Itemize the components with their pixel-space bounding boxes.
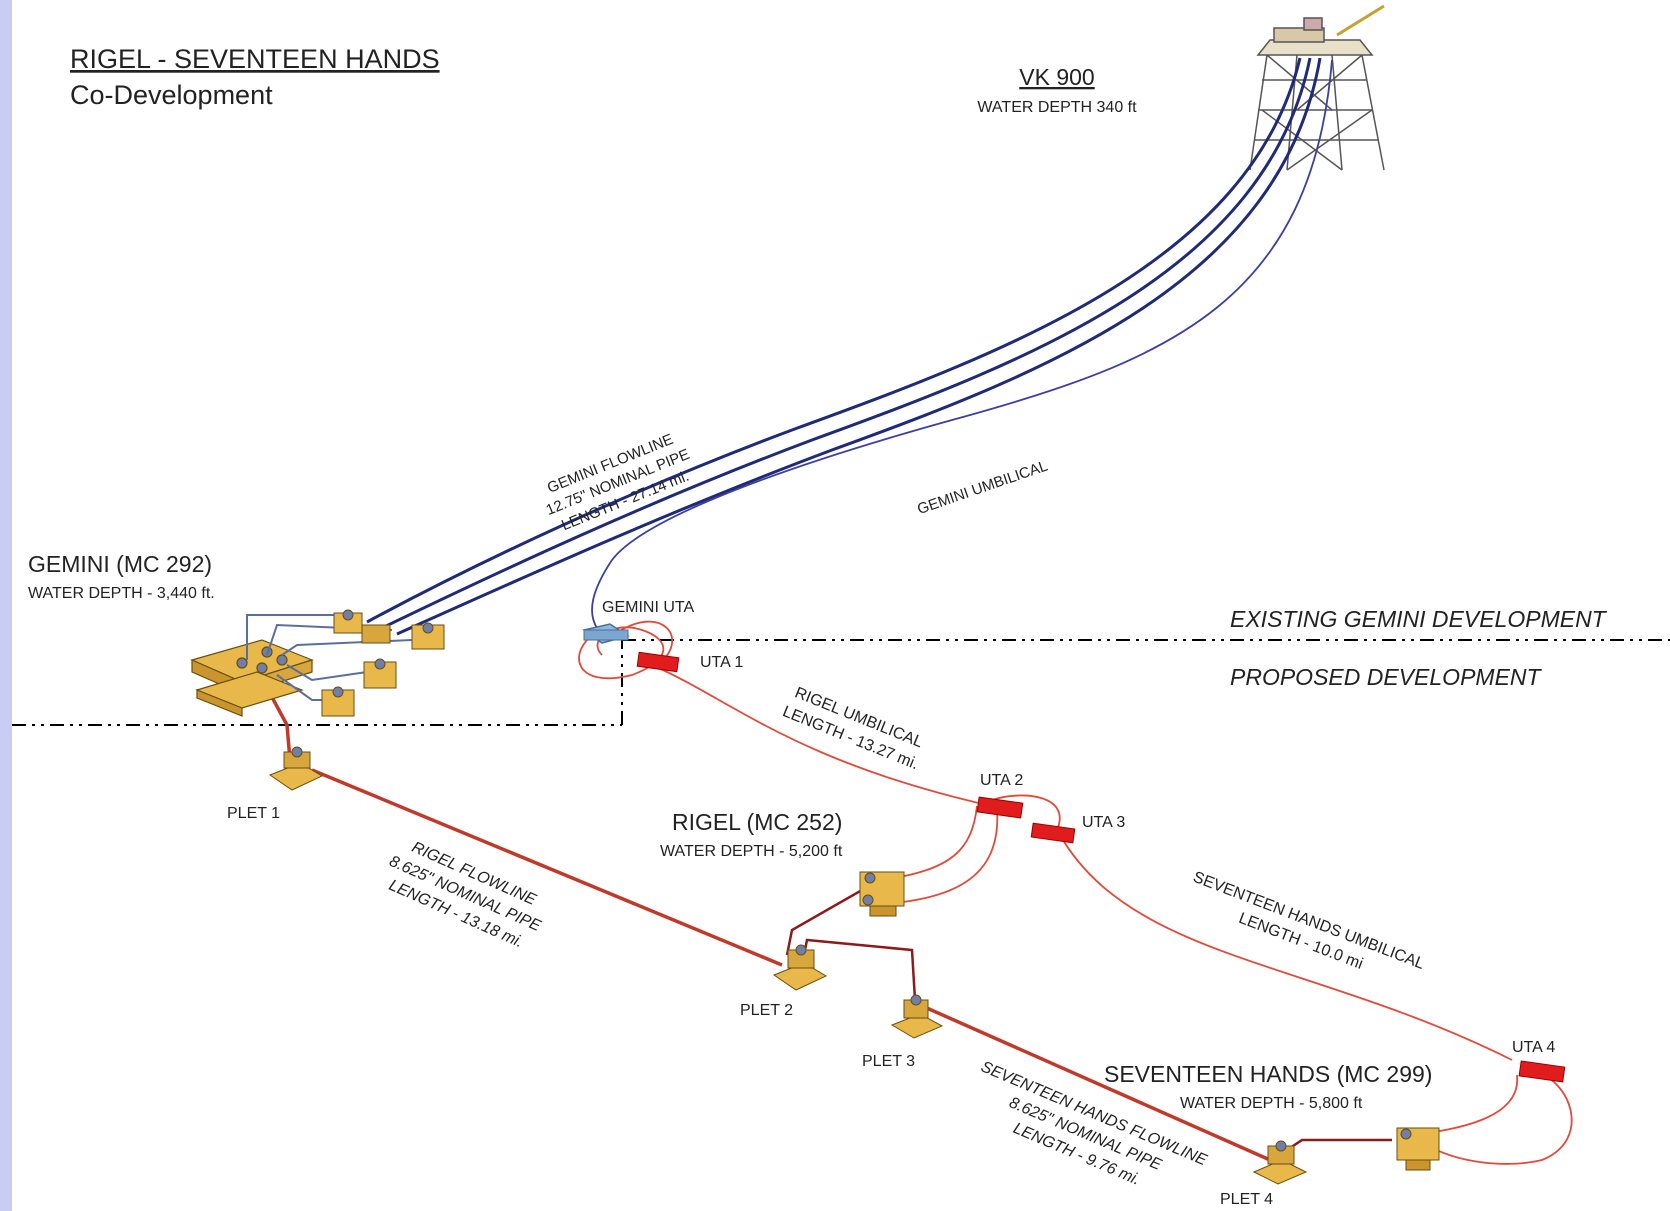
title-line2: Co-Development — [70, 80, 273, 110]
zone-boundary — [12, 639, 1670, 726]
uta2-label: UTA 2 — [980, 772, 1023, 789]
plet1-structure — [268, 746, 324, 791]
zone-existing-label: EXISTING GEMINI DEVELOPMENT — [1230, 606, 1608, 632]
rigel-name: RIGEL (MC 252) — [672, 809, 842, 835]
plet3-label: PLET 3 — [862, 1053, 915, 1070]
zone-proposed-label: PROPOSED DEVELOPMENT — [1230, 664, 1543, 690]
plet2-label: PLET 2 — [740, 1002, 793, 1019]
seventeen-hands-depth: WATER DEPTH - 5,800 ft — [1180, 1095, 1363, 1112]
gemini-depth: WATER DEPTH - 3,440 ft. — [28, 585, 215, 602]
gemini-manifold — [190, 639, 314, 717]
gemini-flowline-pipes — [366, 57, 1322, 636]
uta3-label: UTA 3 — [1082, 814, 1125, 831]
gemini-uta-box — [582, 623, 630, 644]
gemini-umbilical-line — [591, 59, 1333, 629]
gemini-wellhead-tree — [321, 609, 445, 717]
plet4-structure — [1252, 1140, 1308, 1185]
uta1-label: UTA 1 — [700, 654, 743, 671]
rigel-flowline-label: RIGEL FLOWLINE 8.625" NOMINAL PIPE LENGT… — [386, 839, 543, 951]
vk900-depth: WATER DEPTH 340 ft — [977, 99, 1137, 116]
rigel-depth: WATER DEPTH - 5,200 ft — [660, 843, 843, 860]
plet3-structure — [890, 994, 944, 1039]
uta2-box — [976, 796, 1024, 819]
title-line1: RIGEL - SEVENTEEN HANDS — [70, 44, 440, 74]
uta1-box — [636, 651, 680, 673]
gemini-uta-label: GEMINI UTA — [602, 599, 694, 616]
rigel-umbilical-label: RIGEL UMBILICAL LENGTH - 13.27 mi. — [780, 684, 925, 773]
rigel-tree — [859, 871, 905, 917]
seventeen-hands-tree — [1396, 1127, 1440, 1171]
field-layout-diagram: RIGEL - SEVENTEEN HANDS Co-Development V… — [12, 4, 1670, 1208]
gemini-name: GEMINI (MC 292) — [28, 551, 212, 577]
uta4-label: UTA 4 — [1512, 1039, 1555, 1056]
vk900-platform — [1249, 4, 1385, 171]
uta3-box — [1030, 822, 1076, 844]
plet4-label: PLET 4 — [1220, 1191, 1273, 1208]
seventeen-hands-name: SEVENTEEN HANDS (MC 299) — [1104, 1061, 1432, 1087]
plet1-label: PLET 1 — [227, 805, 280, 822]
uta4-box — [1518, 1060, 1566, 1083]
seventeen-hands-flowline-pipe — [919, 1003, 1271, 1162]
plet2-structure — [772, 944, 828, 991]
seventeen-hands-umbilical-label: SEVENTEEN HANDS UMBILICAL LENGTH - 10.0 … — [1191, 869, 1427, 973]
diagram-canvas: RIGEL - SEVENTEEN HANDS Co-Development V… — [12, 0, 1670, 1211]
sh-umbilical-label-l1: SEVENTEEN HANDS UMBILICAL — [1191, 869, 1427, 973]
gemini-flowline-label: GEMINI FLOWLINE 12.75" NOMINAL PIPE LENG… — [544, 431, 692, 534]
gemini-umbilical-label: GEMINI UMBILICAL — [915, 457, 1050, 518]
vk900-name: VK 900 — [1019, 64, 1094, 90]
